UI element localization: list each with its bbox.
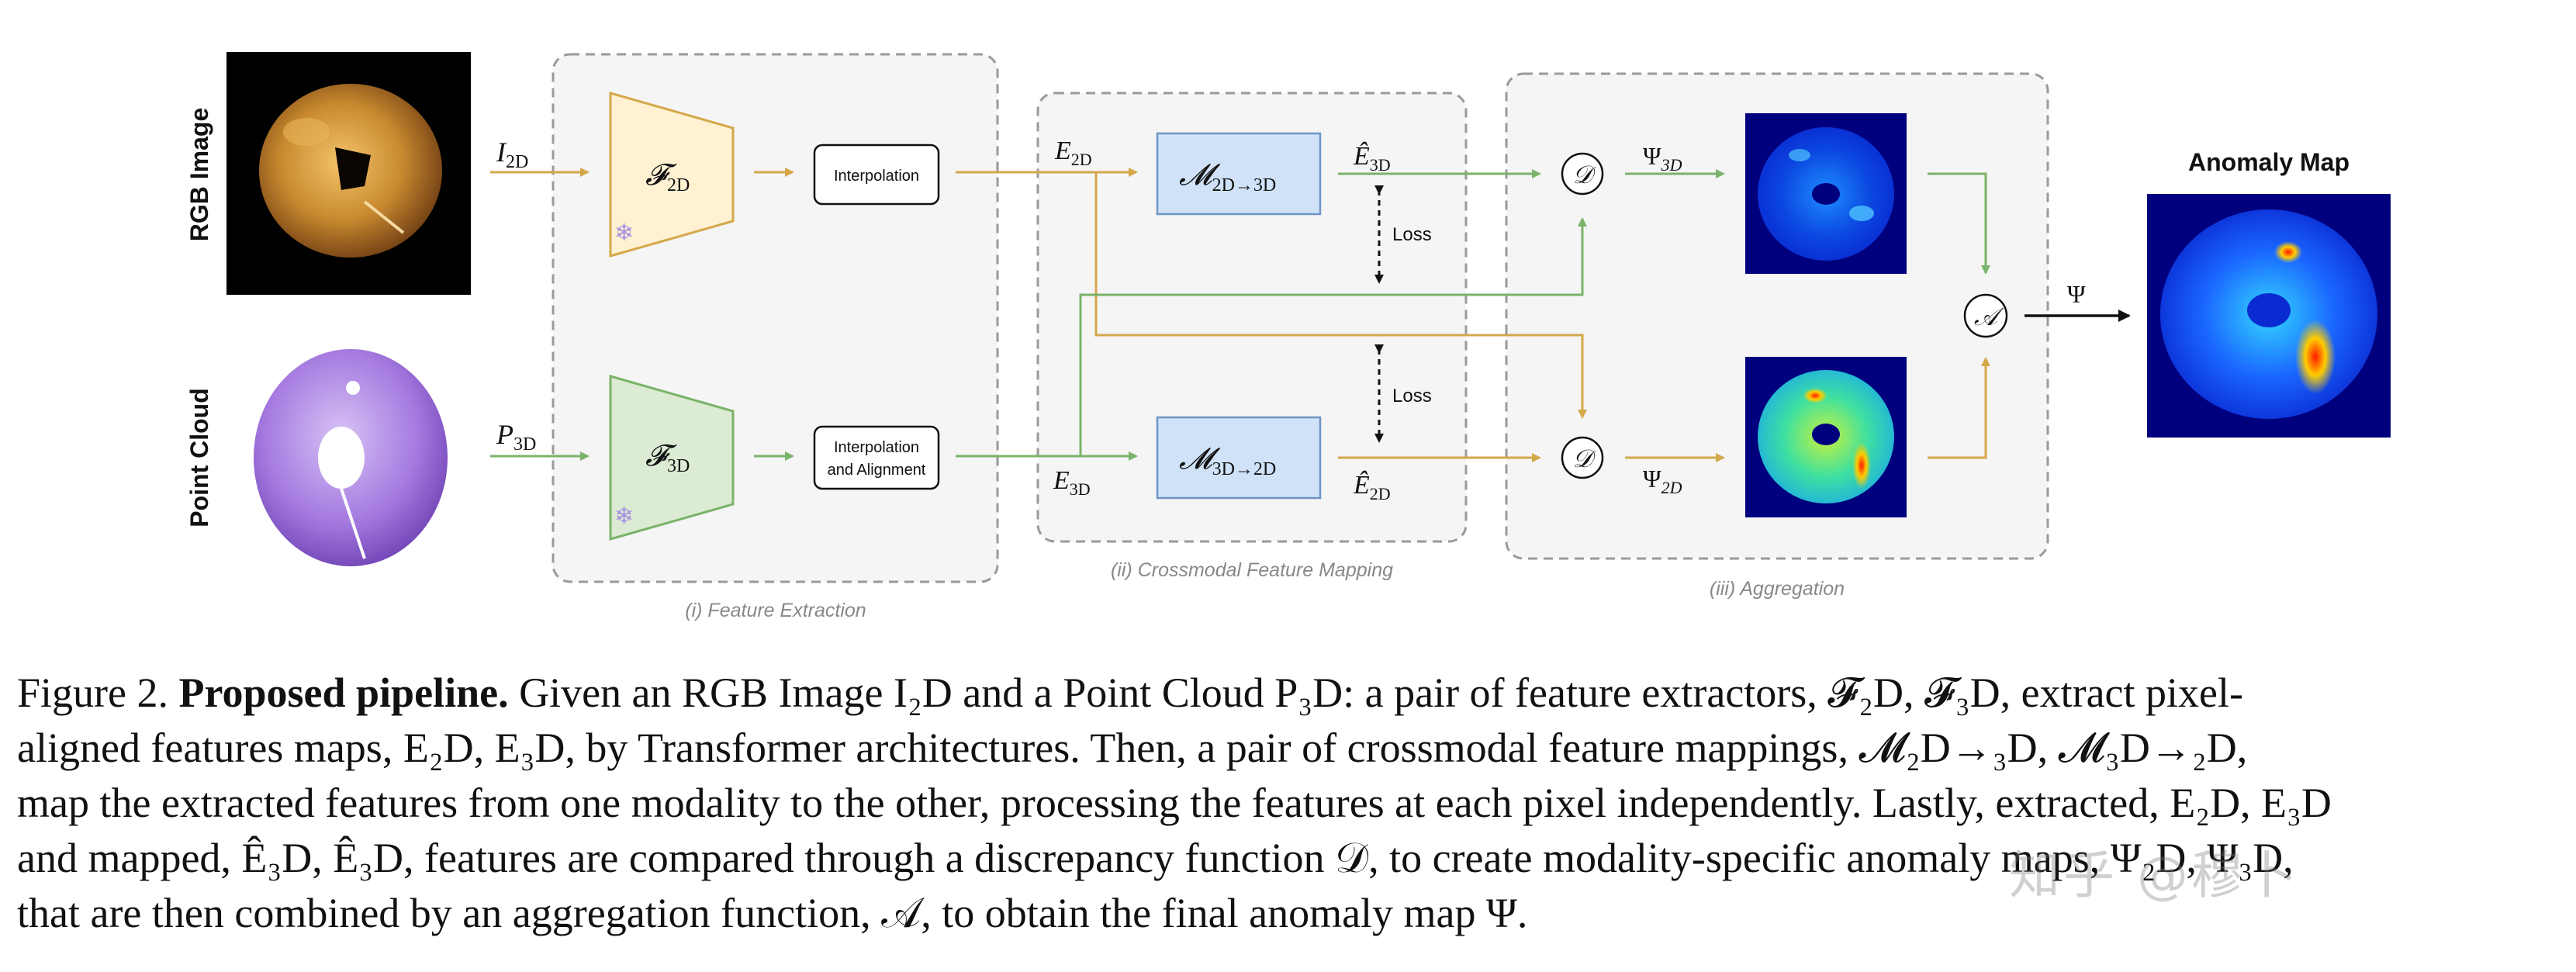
- anomaly-map-3d-heatmap: [1745, 113, 1907, 274]
- caption-line-3: map the extracted features from one moda…: [17, 780, 2332, 826]
- discrepancy-node-bottom: [1561, 436, 1604, 479]
- rgb-image-label: RGB Image: [185, 108, 213, 241]
- point-cloud-image: [254, 349, 448, 566]
- stage-box-aggregation: [1505, 72, 2049, 560]
- caption-line-5: that are then combined by an aggregation…: [17, 890, 1528, 936]
- arrow-E3D-to-upper-discrepancy: [1079, 217, 1587, 456]
- symbol-Ehat2D: Ê2D: [1353, 471, 1391, 503]
- loss-label-bottom: Loss: [1392, 386, 1432, 406]
- interpolation-alignment-label-1: Interpolation: [834, 439, 919, 456]
- aggregation-node: [1963, 293, 2008, 338]
- caption-bold-title: Proposed pipeline.: [178, 669, 509, 716]
- interpolation-alignment-box: [813, 425, 940, 490]
- watermark: 知乎 @穆卜: [2009, 846, 2300, 905]
- frozen-snowflake-icon: ❄: [614, 503, 634, 530]
- pipeline-figure: (i) Feature Extraction (ii) Crossmodal F…: [185, 52, 2391, 621]
- symbol-I2D: I2D: [496, 137, 528, 172]
- interpolation-alignment-label-2: and Alignment: [828, 462, 926, 479]
- symbol-E2D: E2D: [1054, 137, 1092, 169]
- arrow-psi3d-to-aggregation: [1928, 172, 1990, 275]
- stage-label-crossmodal-mapping: (ii) Crossmodal Feature Mapping: [1111, 559, 1393, 581]
- figure-caption: Figure 2. Proposed pipeline. Given an RG…: [17, 666, 2557, 941]
- symbol-Psi3D: Ψ3D: [1643, 142, 1682, 175]
- symbol-Ehat3D: Ê3D: [1353, 142, 1391, 175]
- symbol-F2D: 𝓕2D: [645, 159, 690, 195]
- caption-line-1: Figure 2. Proposed pipeline. Given an RG…: [17, 669, 2243, 716]
- caption-line-4: and mapped, Ê₃D, Ê₃D, features are compa…: [17, 835, 2294, 881]
- symbol-E3D: E3D: [1053, 466, 1091, 499]
- loss-label-top: Loss: [1392, 224, 1432, 245]
- mapping-2d-to-3d-box: [1156, 132, 1322, 216]
- discrepancy-node-top: [1561, 152, 1604, 195]
- arrow-E2D-to-lower-discrepancy: [1094, 172, 1587, 419]
- frozen-snowflake-icon: ❄: [614, 220, 634, 247]
- stage-label-aggregation: (iii) Aggregation: [1710, 578, 1845, 600]
- point-cloud-label: Point Cloud: [185, 388, 213, 528]
- final-anomaly-map-heatmap: [2147, 194, 2391, 438]
- arrow-psi2d-to-aggregation: [1928, 357, 1990, 459]
- interpolation-label: Interpolation: [834, 168, 919, 185]
- anomaly-map-2d-heatmap: [1745, 357, 1907, 517]
- feature-extractor-3d: [609, 375, 735, 541]
- feature-extractor-2d: [609, 92, 735, 258]
- symbol-M3D2D: 𝓜3D→2D: [1179, 443, 1276, 479]
- interpolation-box: [813, 144, 940, 206]
- symbol-P3D: P3D: [496, 419, 536, 455]
- stage-label-feature-extraction: (i) Feature Extraction: [685, 600, 866, 621]
- mapping-3d-to-2d-box: [1156, 416, 1322, 500]
- stage-box-crossmodal-mapping: [1036, 92, 1468, 543]
- rgb-bagel-image: [226, 52, 471, 295]
- symbol-Psi2D: Ψ2D: [1643, 465, 1682, 497]
- caption-line-2: aligned features maps, E₂D, E₃D, by Tran…: [17, 725, 2248, 771]
- symbol-Psi-output: Ψ: [2067, 280, 2086, 308]
- anomaly-map-title: Anomaly Map: [2188, 148, 2350, 176]
